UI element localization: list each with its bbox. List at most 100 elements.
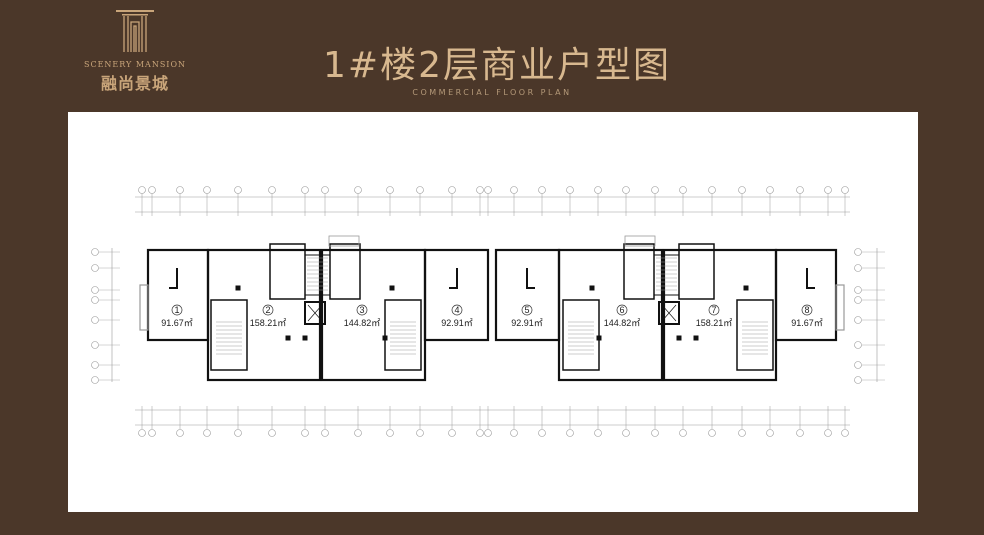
stair-wall xyxy=(210,299,248,371)
axis-bubble xyxy=(301,429,309,437)
shaft-wall xyxy=(624,235,656,247)
axis-bubble xyxy=(91,361,99,369)
axis-bubble xyxy=(416,429,424,437)
axis-bubble xyxy=(566,186,574,194)
partition-wall xyxy=(526,268,535,289)
pillar-logo-icon xyxy=(116,10,154,52)
core-stair xyxy=(304,254,331,296)
axis-bubble xyxy=(594,429,602,437)
axis-bubble xyxy=(148,186,156,194)
axis-bubble xyxy=(538,186,546,194)
axis-bubble xyxy=(268,186,276,194)
column xyxy=(302,335,308,341)
column xyxy=(382,335,388,341)
axis-bubble xyxy=(354,186,362,194)
axis-bubble xyxy=(91,296,99,304)
unit-area: 92.91㎡ xyxy=(441,318,473,328)
axis-bubble xyxy=(91,248,99,256)
column xyxy=(285,335,291,341)
axis-bubble xyxy=(854,316,862,324)
axis-bubble xyxy=(91,316,99,324)
axis-bubble xyxy=(321,186,329,194)
partition-wall xyxy=(806,268,815,289)
page-title: 1#楼2层商业户型图 xyxy=(323,45,671,86)
unit-number: 5 xyxy=(524,305,529,315)
axis-bubble xyxy=(448,186,456,194)
unit-area: 144.82㎡ xyxy=(344,318,381,328)
unit-number-circle xyxy=(262,304,274,316)
unit-area: 91.67㎡ xyxy=(161,318,193,328)
axis-bubble xyxy=(824,186,832,194)
axis-bubble xyxy=(91,264,99,272)
axis-bubble xyxy=(538,429,546,437)
partition-wall xyxy=(449,268,458,289)
axis-bubble xyxy=(148,429,156,437)
toilet-wall xyxy=(623,243,655,300)
axis-bubble xyxy=(854,361,862,369)
unit-wall xyxy=(320,248,427,382)
axis-bubble xyxy=(416,186,424,194)
stair-wall xyxy=(384,299,422,371)
axis-bubble xyxy=(386,429,394,437)
column xyxy=(589,285,595,291)
elevator xyxy=(658,301,680,325)
column xyxy=(235,285,241,291)
axis-bubble xyxy=(708,429,716,437)
axis-bubble xyxy=(484,186,492,194)
axis-bubble xyxy=(176,429,184,437)
axis-bubble xyxy=(854,296,862,304)
axis-bubble xyxy=(138,429,146,437)
axis-bubble xyxy=(738,429,746,437)
toilet-wall xyxy=(678,243,715,300)
axis-bubble xyxy=(476,429,484,437)
core-stair xyxy=(653,254,680,296)
elevator-x xyxy=(661,304,677,322)
axis-bubble xyxy=(91,376,99,384)
axis-bubble xyxy=(854,376,862,384)
axis-bubble xyxy=(796,186,804,194)
axis-bubble xyxy=(354,429,362,437)
unit-wall xyxy=(423,248,490,342)
axis-bubble xyxy=(854,341,862,349)
axis-bubble xyxy=(234,429,242,437)
axis-bubble xyxy=(708,186,716,194)
elevator-x xyxy=(307,304,323,322)
axis-bubble xyxy=(766,186,774,194)
stair-wall xyxy=(736,299,774,371)
column xyxy=(389,285,395,291)
axis-bubble xyxy=(622,186,630,194)
unit-number: 2 xyxy=(265,305,270,315)
unit-number: 1 xyxy=(174,305,179,315)
axis-bubble xyxy=(594,186,602,194)
axis-bubble xyxy=(484,429,492,437)
axis-bubble xyxy=(841,429,849,437)
unit-wall xyxy=(557,248,664,382)
axis-bubble xyxy=(679,429,687,437)
toilet-wall xyxy=(329,243,361,300)
axis-bubble xyxy=(91,341,99,349)
unit-number-circle xyxy=(356,304,368,316)
unit-area: 91.67㎡ xyxy=(791,318,823,328)
axis-bubble xyxy=(679,186,687,194)
unit-number-circle xyxy=(801,304,813,316)
axis-bubble xyxy=(622,429,630,437)
axis-bubble xyxy=(203,429,211,437)
unit-wall xyxy=(206,248,322,382)
axis-bubble xyxy=(321,429,329,437)
axis-bubble xyxy=(234,186,242,194)
unit-wall xyxy=(494,248,561,342)
axis-bubble xyxy=(268,429,276,437)
unit-number: 3 xyxy=(359,305,364,315)
axis-bubble xyxy=(854,286,862,294)
axis-bubble xyxy=(824,429,832,437)
axis-bubble xyxy=(476,186,484,194)
axis-bubble xyxy=(651,429,659,437)
unit-number-circle xyxy=(616,304,628,316)
unit-area: 92.91㎡ xyxy=(511,318,543,328)
axis-bubble xyxy=(651,186,659,194)
axis-bubble xyxy=(301,186,309,194)
unit-area: 144.82㎡ xyxy=(604,318,641,328)
unit-number: 8 xyxy=(804,305,809,315)
unit-number-circle xyxy=(171,304,183,316)
